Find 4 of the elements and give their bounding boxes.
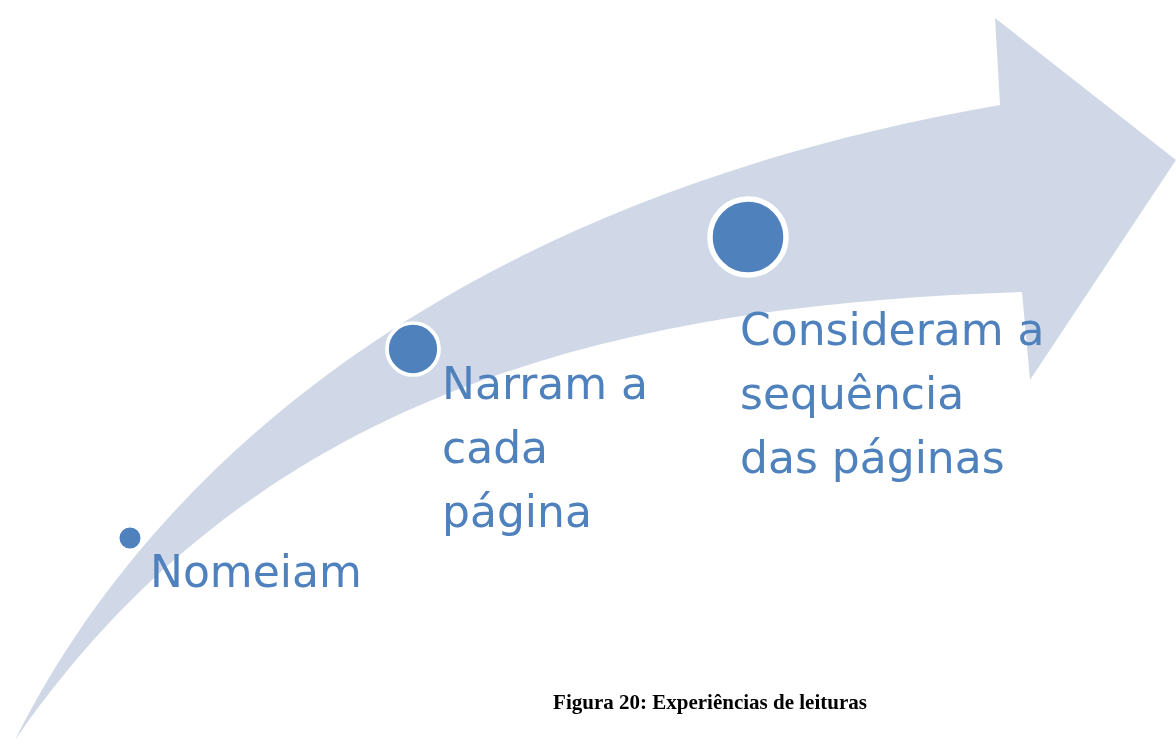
step-label: Narram a cada página <box>442 352 702 544</box>
figure-caption: Figura 20: Experiências de leituras <box>552 690 868 715</box>
step-label: Consideram a sequência das páginas <box>740 298 1050 490</box>
step-label: Nomeiam <box>150 540 410 604</box>
